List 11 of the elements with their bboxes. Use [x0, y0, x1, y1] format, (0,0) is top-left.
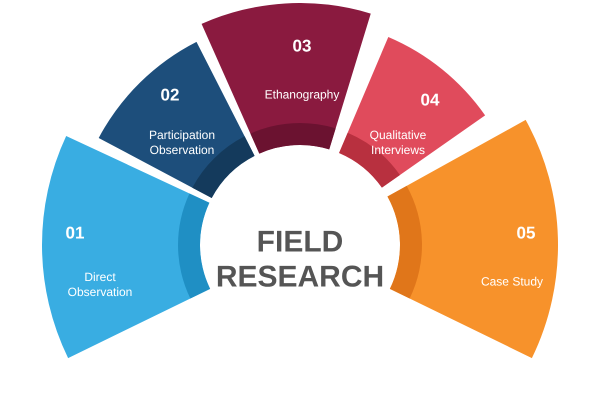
step-number: 05 [516, 222, 536, 244]
center-heading: FIELD RESEARCH [215, 226, 385, 294]
step-label: Ethanography [264, 88, 340, 102]
step-label: Case Study [480, 274, 544, 290]
step-label: Qualitative Interviews [368, 128, 428, 158]
step-number: 04 [420, 89, 440, 111]
step-number: 02 [160, 84, 180, 106]
step-label: Participation Observation [148, 128, 216, 158]
step-number: 03 [292, 35, 312, 57]
step-label: Direct Observation [66, 270, 134, 300]
step-number: 01 [66, 222, 84, 244]
